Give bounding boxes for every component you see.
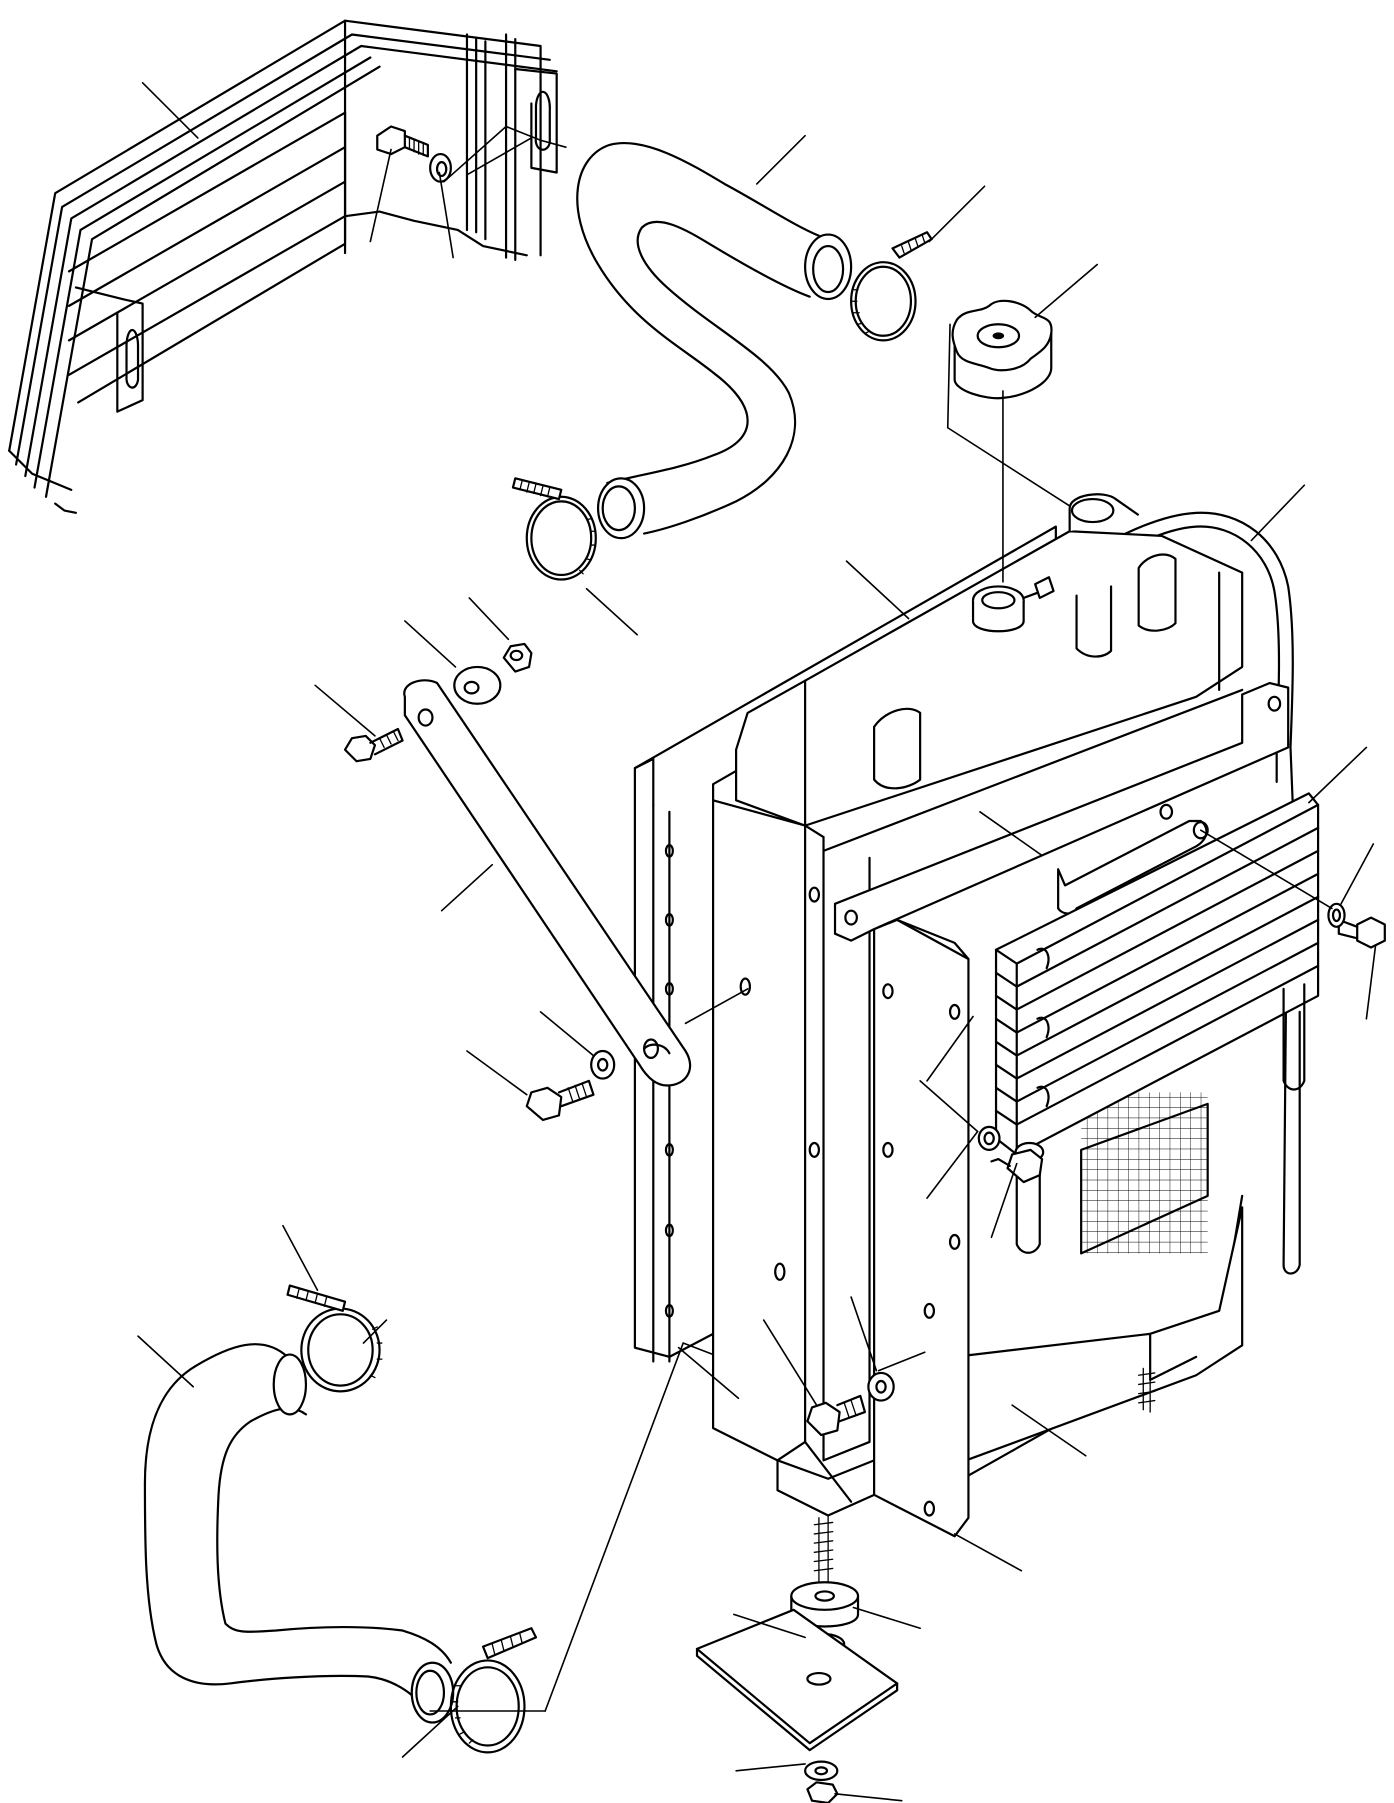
- washer: [430, 154, 451, 182]
- upper-hose: [577, 143, 851, 538]
- bolt: [377, 126, 428, 156]
- washer: [979, 1127, 1000, 1150]
- washer: [454, 667, 500, 704]
- radiator-guard: [9, 21, 556, 513]
- radiator-cap: [953, 301, 1052, 398]
- stay-bar: [404, 680, 690, 1085]
- lower-hose: [145, 1344, 453, 1722]
- bolt: [991, 1150, 1042, 1182]
- hose-clamp: [851, 232, 932, 340]
- nut: [504, 644, 532, 672]
- hose-clamp: [451, 1628, 536, 1752]
- washer: [805, 1762, 837, 1780]
- hose-clamp: [288, 1286, 382, 1392]
- bolt: [345, 729, 403, 761]
- mounting-plate: [697, 1610, 897, 1750]
- mounting-bracket: [874, 920, 968, 1536]
- oil-cooler: [835, 683, 1318, 1253]
- rubber-mount: [791, 1582, 858, 1626]
- nut: [807, 1782, 837, 1803]
- washer: [1328, 904, 1344, 927]
- washer: [591, 1051, 614, 1079]
- mounting-stud: [814, 1516, 832, 1587]
- bolt: [1339, 918, 1385, 948]
- bolt: [527, 1081, 594, 1120]
- leader-lines: [138, 83, 1376, 1801]
- washer: [868, 1373, 893, 1401]
- radiator-core: [635, 494, 1242, 1515]
- hose-clamp: [513, 478, 596, 579]
- bolt: [807, 1396, 865, 1435]
